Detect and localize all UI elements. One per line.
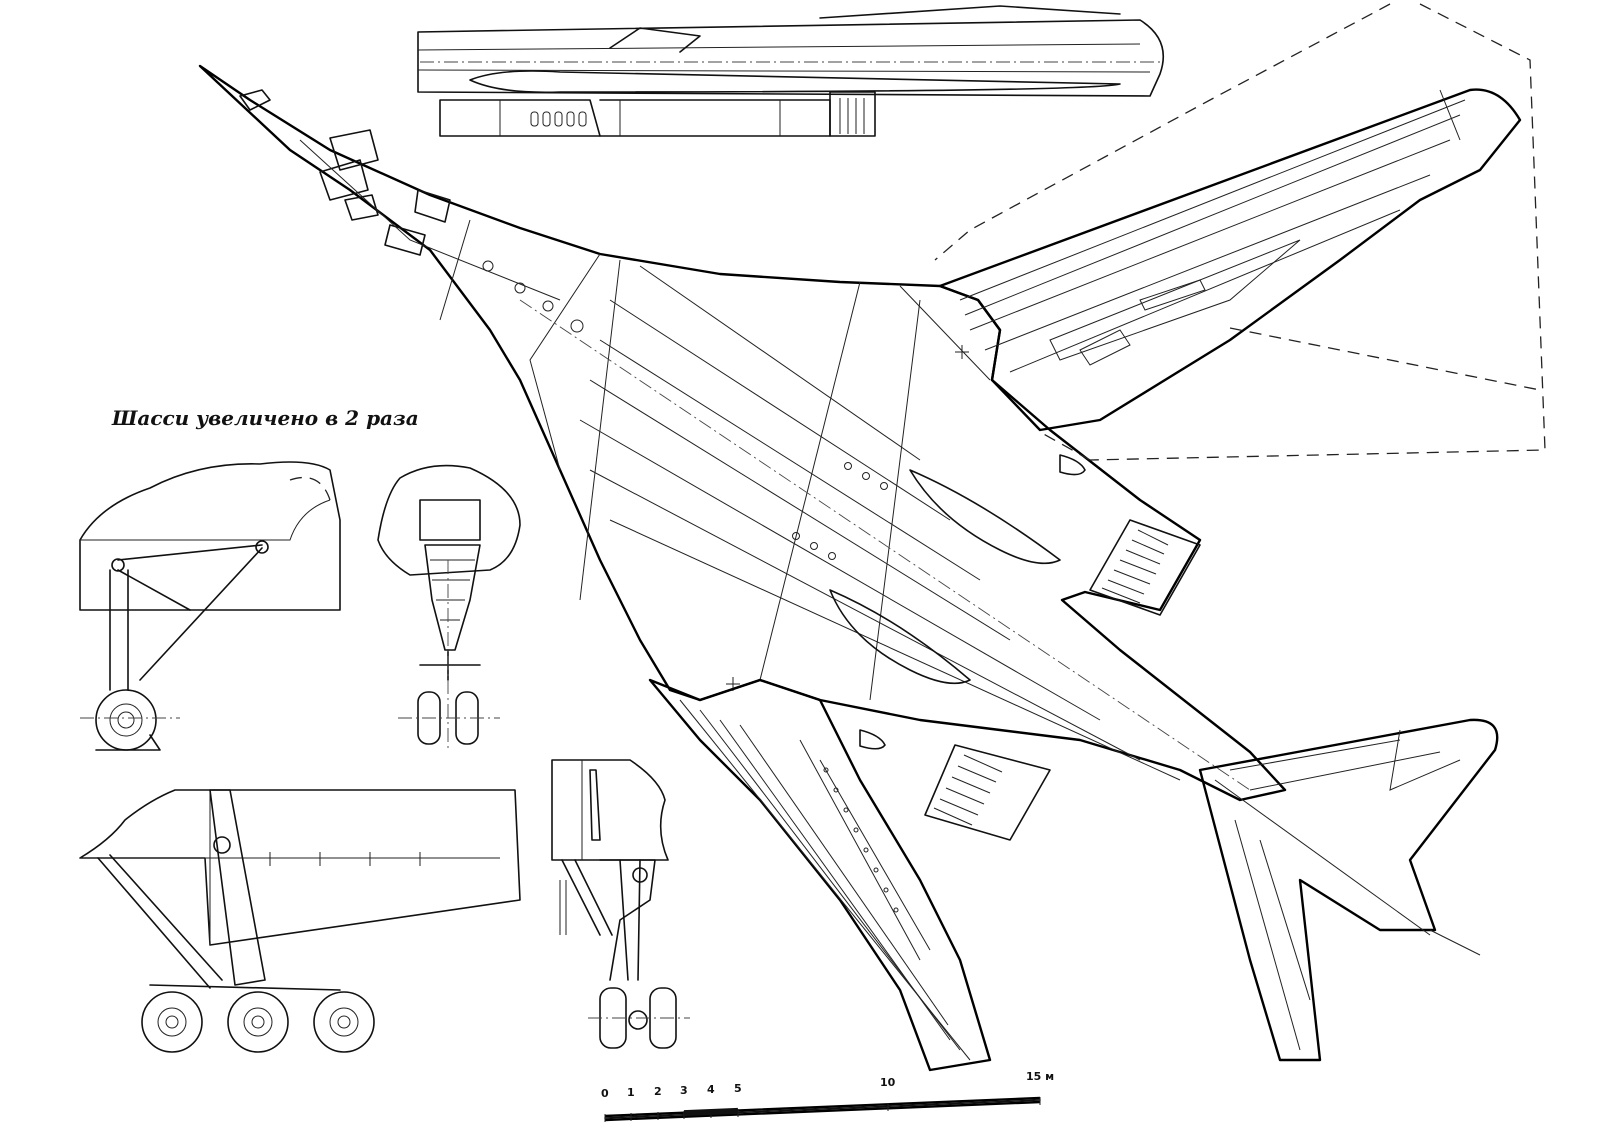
scale-tick-label: 0 (601, 1087, 609, 1100)
scale-bar-graphic (605, 1097, 1040, 1122)
scale-tick-label: 1 (627, 1086, 635, 1099)
scale-tick-label: 5 (734, 1082, 742, 1095)
side-view-fuselage (418, 6, 1163, 136)
main-gear-side-view (80, 790, 520, 1052)
scale-tick-label: 10 (880, 1076, 896, 1089)
plan-view-left-wing (650, 680, 990, 1070)
plan-view-aircraft (200, 66, 1285, 840)
nose-gear-front-view (378, 466, 520, 750)
scale-end-label: 15 м (1026, 1070, 1055, 1083)
scale-tick-label: 2 (654, 1085, 662, 1098)
wing-sweep-dashed-outline (935, 4, 1545, 460)
landing-gear-caption: Шасси увеличено в 2 раза (112, 406, 419, 430)
plan-view-tail (1200, 720, 1497, 1060)
nose-gear-side-view (80, 462, 340, 750)
scale-tick-label: 3 (680, 1084, 688, 1097)
main-gear-front-view (552, 760, 690, 1048)
scale-tick-label: 4 (707, 1083, 715, 1096)
plan-view-right-wing (940, 90, 1520, 430)
